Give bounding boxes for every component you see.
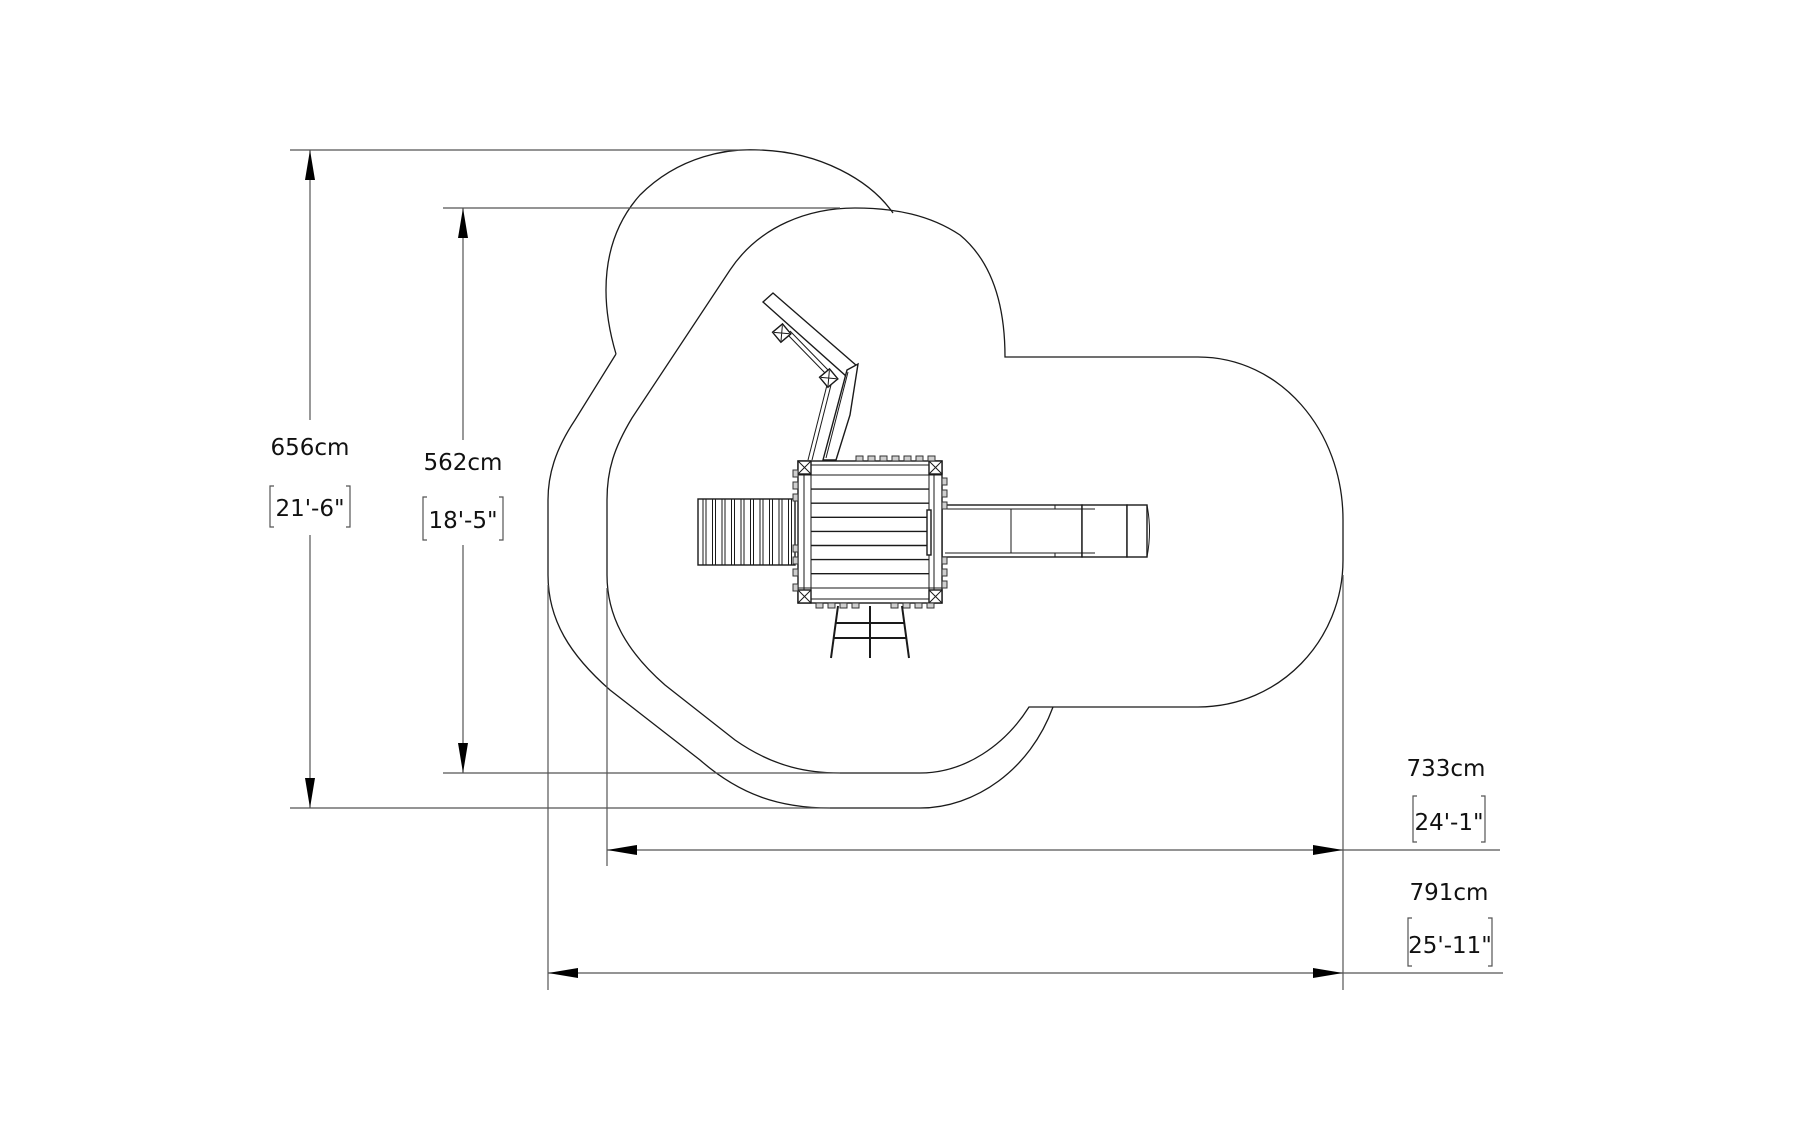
inner-width-bracket bbox=[1412, 795, 1486, 843]
bolt bbox=[941, 556, 948, 565]
bolt bbox=[792, 544, 799, 553]
inner-height-imperial: 18'-5" bbox=[428, 508, 497, 534]
bolt bbox=[879, 455, 888, 462]
bolt bbox=[891, 455, 900, 462]
bolt bbox=[941, 489, 948, 498]
bolt bbox=[941, 501, 948, 510]
bolt bbox=[867, 455, 876, 462]
outer-height-imperial: 21'-6" bbox=[275, 496, 344, 522]
bolt bbox=[792, 481, 799, 490]
bolt bbox=[890, 602, 899, 609]
stair bbox=[697, 498, 796, 566]
outer-width-imperial: 25'-11" bbox=[1408, 933, 1492, 959]
playset-structure bbox=[697, 292, 1150, 659]
bolt bbox=[902, 602, 911, 609]
bolt bbox=[827, 602, 836, 609]
bolt bbox=[915, 455, 924, 462]
inner-width-imperial: 24'-1" bbox=[1414, 810, 1483, 836]
slide bbox=[941, 504, 1150, 558]
bolt bbox=[792, 493, 799, 502]
bolt bbox=[927, 455, 936, 462]
bolt bbox=[914, 602, 923, 609]
inner-height-metric: 562cm bbox=[424, 450, 503, 476]
arrow-down-icon bbox=[305, 778, 315, 808]
bolt bbox=[792, 556, 799, 565]
bolt bbox=[839, 602, 848, 609]
bolt bbox=[941, 580, 948, 589]
outer-width-bracket bbox=[1407, 917, 1493, 967]
outer-width-metric: 791cm bbox=[1410, 880, 1489, 906]
bolt bbox=[851, 602, 860, 609]
bolt bbox=[792, 568, 799, 577]
ladder bbox=[830, 605, 910, 659]
arrow-up-icon bbox=[458, 208, 468, 238]
slide-handle bbox=[926, 509, 932, 556]
bolt bbox=[903, 455, 912, 462]
swing-beam bbox=[761, 292, 859, 461]
inner-safety-zone-outline bbox=[606, 207, 1344, 774]
bolt bbox=[926, 602, 935, 609]
arrow-left-icon bbox=[548, 968, 578, 978]
outer-height-bracket bbox=[269, 485, 351, 528]
bolt bbox=[941, 477, 948, 486]
arrow-up-icon bbox=[305, 150, 315, 180]
inner-height-dimension: 562cm 18'-5" bbox=[422, 207, 840, 774]
arrow-right-icon bbox=[1313, 968, 1343, 978]
outer-width-dimension: 791cm 25'-11" bbox=[547, 585, 1503, 990]
outer-height-dimension: 656cm 21'-6" bbox=[269, 149, 830, 809]
bolt bbox=[815, 602, 824, 609]
outer-height-metric: 656cm bbox=[271, 435, 350, 461]
inner-height-bracket bbox=[422, 496, 504, 541]
bolt bbox=[855, 455, 864, 462]
deck bbox=[792, 455, 948, 609]
arrow-right-icon bbox=[1313, 845, 1343, 855]
bolt bbox=[792, 469, 799, 478]
arrow-left-icon bbox=[607, 845, 637, 855]
inner-width-dimension: 733cm 24'-1" bbox=[606, 575, 1500, 990]
arrow-down-icon bbox=[458, 743, 468, 773]
bolt bbox=[792, 583, 799, 592]
inner-width-metric: 733cm bbox=[1407, 756, 1486, 782]
bolt bbox=[941, 568, 948, 577]
outer-safety-zone-outline bbox=[547, 149, 1054, 809]
